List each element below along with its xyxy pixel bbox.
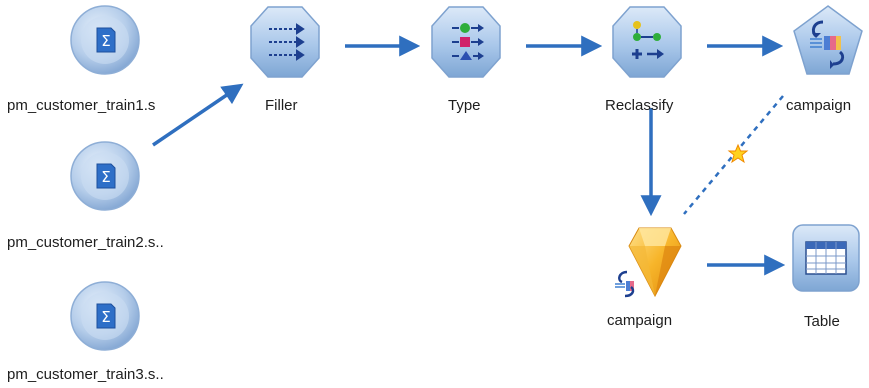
model-nugget-gem-icon bbox=[615, 270, 635, 298]
reclassify-node[interactable] bbox=[612, 6, 682, 78]
model-build-pentagon-icon bbox=[810, 20, 845, 69]
campaign-model-nugget-label: campaign bbox=[607, 312, 673, 329]
filler-node[interactable] bbox=[250, 6, 320, 78]
campaign-model-build-label: campaign bbox=[786, 97, 852, 114]
table-node-label: Table bbox=[804, 313, 840, 330]
svg-text:Σ: Σ bbox=[101, 168, 110, 186]
source-node-2-label: pm_customer_train2.s.. bbox=[7, 234, 164, 251]
type-node-label: Type bbox=[448, 97, 481, 114]
source-node-3[interactable]: Σ bbox=[70, 281, 140, 351]
source-node-2[interactable]: Σ bbox=[70, 141, 140, 211]
campaign-model-nugget-node[interactable] bbox=[615, 227, 682, 298]
campaign-model-build-node[interactable] bbox=[793, 5, 863, 75]
svg-text:Σ: Σ bbox=[101, 32, 110, 50]
statistics-file-source-icon: Σ bbox=[96, 303, 116, 329]
source-node-3-label: pm_customer_train3.s.. bbox=[7, 366, 164, 383]
connections bbox=[152, 35, 786, 276]
model-refresh-spark-icon bbox=[727, 143, 749, 164]
reclassify-node-label: Reclassify bbox=[605, 97, 674, 114]
source-node-1[interactable]: Σ bbox=[70, 5, 140, 75]
statistics-file-source-icon: Σ bbox=[96, 27, 116, 53]
type-node[interactable] bbox=[431, 6, 501, 78]
filler-icon bbox=[269, 23, 305, 61]
table-icon bbox=[805, 241, 847, 275]
connection-source1-to-filler[interactable] bbox=[152, 83, 244, 147]
reclassify-icon bbox=[632, 21, 664, 59]
statistics-file-source-icon: Σ bbox=[96, 163, 116, 189]
source-node-1-label: pm_customer_train1.s bbox=[7, 97, 156, 114]
type-icon bbox=[452, 23, 484, 60]
svg-text:Σ: Σ bbox=[101, 308, 110, 326]
table-node[interactable] bbox=[792, 224, 860, 292]
filler-node-label: Filler bbox=[265, 97, 298, 114]
